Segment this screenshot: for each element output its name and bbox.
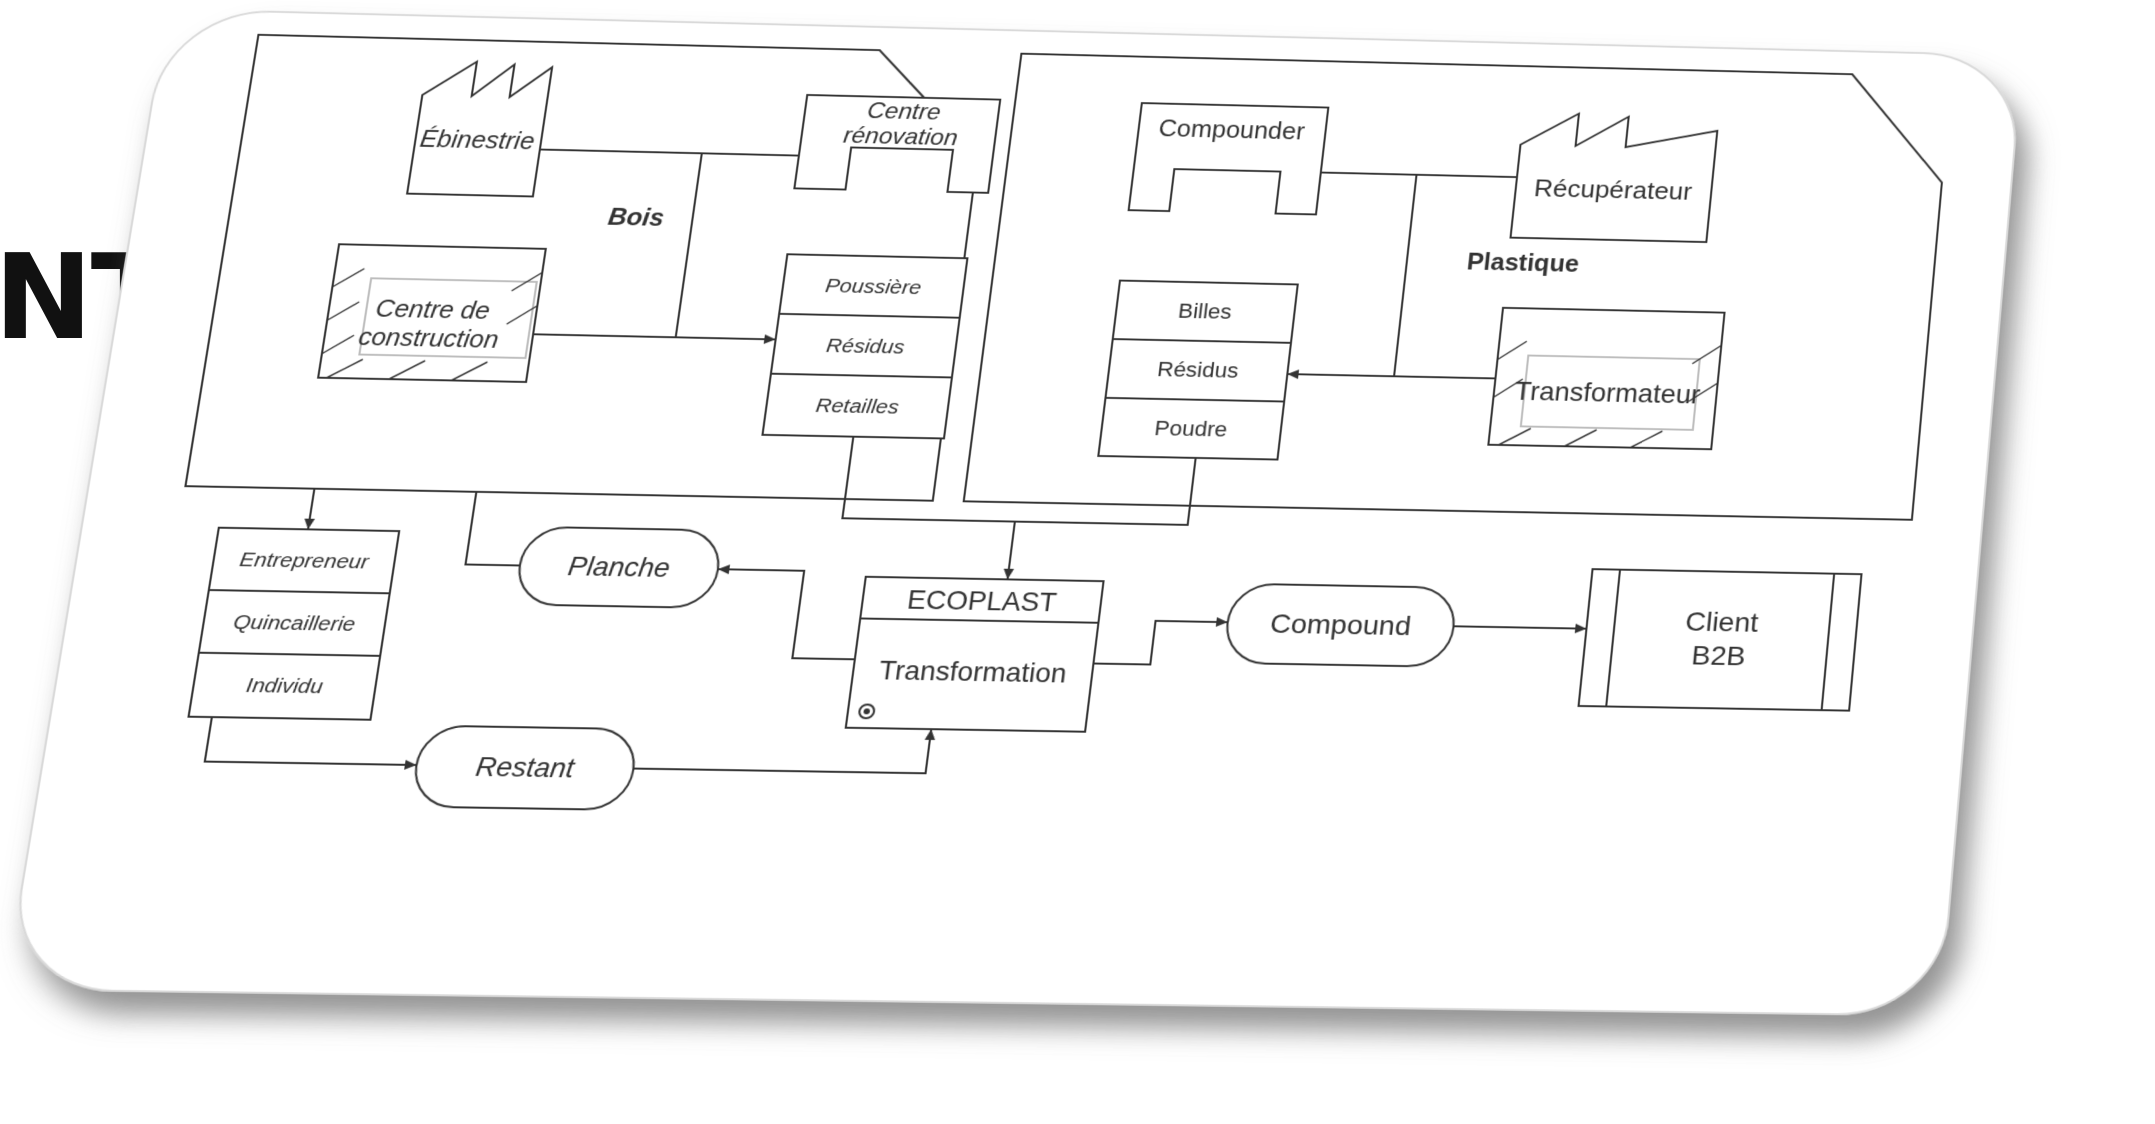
recuperateur-label: Récupérateur <box>1533 175 1694 205</box>
node-transformateur: Transformateur <box>1488 308 1724 449</box>
bois-material-item: Retailles <box>814 395 900 419</box>
ebinestrie-label: Ébinestrie <box>418 127 536 155</box>
planche-pill <box>514 527 723 608</box>
bois-materials-box <box>763 254 968 438</box>
ecoplast-subtitle: Transformation <box>877 656 1068 689</box>
node-client-b2b: Client B2B <box>1579 569 1862 711</box>
node-recuperateur: Récupérateur <box>1511 112 1719 242</box>
restant-label: Restant <box>474 752 578 784</box>
bois-material-item: Poussière <box>824 275 923 299</box>
compound-label: Compound <box>1269 608 1413 641</box>
compounder-label: Compounder <box>1157 116 1306 145</box>
node-centre-construction: Centre de construction <box>318 244 546 382</box>
card-background <box>5 9 2022 1015</box>
bois-material-item: Résidus <box>825 335 906 359</box>
node-compound: Compound <box>1223 584 1458 667</box>
customer-item: Entrepreneur <box>238 548 371 573</box>
plastique-group-label: Plastique <box>1466 250 1581 278</box>
node-ebinestrie: Ébinestrie <box>407 60 553 196</box>
construction-inner-box <box>359 278 536 358</box>
plastique-materials-box <box>1098 281 1297 460</box>
centre-renovation-label-line1: Centre <box>866 99 942 125</box>
connectors <box>205 144 1633 784</box>
transformateur-inner-box <box>1521 355 1700 429</box>
plastique-material-item: Billes <box>1177 299 1233 324</box>
node-restant: Restant <box>410 726 639 810</box>
node-compounder: Compounder <box>1129 103 1329 214</box>
ecoplast-title: ECOPLAST <box>905 585 1058 617</box>
customer-item: Individu <box>245 674 325 698</box>
client-box <box>1579 569 1862 711</box>
ecoplast-box <box>846 577 1104 732</box>
client-label-line1: Client <box>1684 606 1760 637</box>
bois-group-label: Bois <box>606 205 665 232</box>
customers-list: Entrepreneur Quincaillerie Individu <box>189 528 400 720</box>
diagram-card: Ébinestrie Centre rénovation Bois Centre… <box>0 0 2044 1036</box>
compound-pill <box>1223 584 1458 667</box>
node-ecoplast: ECOPLAST Transformation <box>846 577 1104 732</box>
connector-ebinestrie-junction <box>524 147 703 155</box>
factory-icon <box>1511 112 1719 242</box>
compounder-building-shape <box>1129 103 1329 214</box>
flow-diagram: Ébinestrie Centre rénovation Bois Centre… <box>0 0 2044 1036</box>
customer-item: Quincaillerie <box>232 611 357 636</box>
client-label-line2: B2B <box>1690 640 1747 671</box>
renovation-building-shape <box>794 95 1000 193</box>
transformateur-label: Transformateur <box>1513 377 1701 410</box>
centre-renovation-label-line2: rénovation <box>842 124 959 151</box>
bois-materials-list: Poussière Résidus Retailles <box>763 254 968 438</box>
centre-construction-label-line2: construction <box>356 325 500 354</box>
node-planche: Planche <box>514 527 723 608</box>
plastique-material-item: Poudre <box>1153 416 1228 442</box>
node-centre-renovation: Centre rénovation <box>794 95 1000 193</box>
customers-box <box>189 528 400 720</box>
centre-construction-label-line1: Centre de <box>374 296 492 324</box>
plastique-material-item: Résidus <box>1156 357 1240 383</box>
factory-icon <box>407 60 553 196</box>
plastique-materials-list: Billes Résidus Poudre <box>1098 281 1297 460</box>
restant-pill <box>410 726 639 810</box>
planche-label: Planche <box>566 552 672 583</box>
